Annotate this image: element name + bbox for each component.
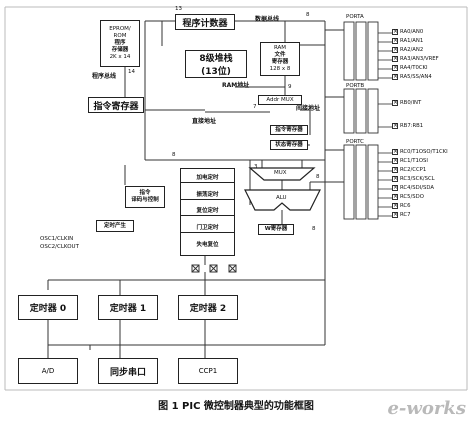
eprom-program-memory-block: EPROM/ ROM 程序 存储器 2K x 14	[100, 20, 140, 67]
portc-pin-label: RC7	[400, 212, 411, 218]
pin-terminal-icon: ×	[392, 55, 399, 62]
portb-pin-label: RB7:RB1	[400, 123, 424, 129]
osc2-pin-label: OSC2/CLKOUT	[40, 244, 79, 250]
ad-block: A/D	[18, 358, 78, 384]
brownout-reset: 失电复位	[196, 241, 219, 248]
ram-line2: 文件	[274, 52, 286, 58]
bus-width-7: 7	[253, 104, 257, 110]
eprom-line3: 程序	[114, 40, 126, 46]
pin-terminal-icon: ×	[392, 73, 399, 80]
serial-port-block: 同步串口	[98, 358, 158, 384]
eprom-line4: 存储器	[111, 47, 129, 53]
porta-pin-label: RA4/T0CKI	[400, 65, 428, 71]
status-register-block: 状态寄存器	[270, 140, 308, 150]
portc-pin-label: RC0/T1OSO/T1CKI	[400, 149, 448, 155]
power-on-timer: 加电定时	[181, 175, 234, 184]
osc-start-timer: 振荡定时	[181, 192, 234, 200]
bus-width-13: 13	[175, 6, 182, 12]
power-timers-group: 加电定时 振荡定时 复位定时 门卫定时 失电复位	[180, 168, 235, 256]
osc1-pin-label: OSC1/CLKIN	[40, 236, 74, 242]
ram-address-label: RAM地址	[222, 82, 250, 89]
pin-terminal-icon: ×	[392, 175, 399, 182]
program-bus-label: 程序总线	[92, 73, 117, 80]
eprom-line1: EPROM/	[109, 26, 131, 32]
portc-pin-label: RC6	[400, 203, 411, 209]
bus-width-8d: 8	[316, 174, 320, 180]
fsr-register-block: 指令寄存器	[270, 125, 308, 135]
pin-terminal-icon: ×	[392, 184, 399, 191]
data-bus-label: 数据总线	[255, 16, 280, 23]
ram-line3: 寄存器	[271, 59, 289, 65]
pin-terminal-icon: ×	[392, 202, 399, 209]
pin-terminal-icon: ×	[392, 157, 399, 164]
ccp1-block: CCP1	[178, 358, 238, 384]
timer1-block: 定时器 1	[98, 295, 158, 320]
porta-pin-label: RA1/AN1	[400, 38, 424, 44]
pin-terminal-icon: ×	[392, 99, 399, 106]
ram-file-register-block: RAM 文件 寄存器 128 x 8	[260, 42, 300, 76]
portb-pin-label: RB0/INT	[400, 100, 422, 106]
instruction-decoder-block: 指令 译码与控制	[125, 186, 165, 208]
program-counter-block: 程序计数器	[175, 14, 235, 30]
decoder-line2: 译码与控制	[131, 197, 159, 203]
bus-width-14: 14	[128, 69, 135, 75]
portc-pin-label: RC1/T1OSI	[400, 158, 428, 164]
portc-pin-label: RC3/SCK/SCL	[400, 176, 435, 182]
portb-label: PORTB	[346, 83, 365, 89]
pin-terminal-icon: ×	[392, 122, 399, 129]
w-register-block: W寄存器	[258, 224, 294, 235]
watchdog-timer: 门卫定时	[181, 225, 234, 234]
porta-pin-label: RA5/SS/AN4	[400, 74, 432, 80]
indirect-address-label: 间接地址	[296, 105, 321, 112]
mux-label: MUX	[274, 170, 287, 176]
decoder-line1: 指令	[139, 190, 151, 196]
stack-line1: 8级堆栈	[199, 54, 233, 64]
bus-width-9: 9	[288, 84, 292, 90]
eprom-line5: 2K x 14	[109, 54, 131, 60]
pin-terminal-icon: ×	[392, 193, 399, 200]
ram-line1: RAM	[273, 45, 287, 51]
pin-terminal-icon: ×	[392, 211, 399, 218]
pin-terminal-icon: ×	[392, 28, 399, 35]
pin-terminal-icon: ×	[392, 166, 399, 173]
pin-terminal-icon: ×	[392, 64, 399, 71]
pin-terminal-icon: ×	[392, 46, 399, 53]
porta-pin-label: RA2/AN2	[400, 47, 424, 53]
direct-address-label: 直接地址	[192, 118, 217, 125]
eworks-watermark-logo: e-works	[387, 398, 466, 419]
portc-label: PORTC	[346, 139, 364, 145]
bus-width-8c: 8	[312, 226, 316, 232]
porta-pin-label: RA0/AN0	[400, 29, 424, 35]
reset-timer: 复位定时	[181, 208, 234, 217]
addr-mux-block: Addr MUX	[258, 95, 302, 105]
stack-line2: (13位)	[201, 67, 231, 77]
figure-caption: 图 1 PIC 微控制器典型的功能框图	[158, 401, 314, 412]
portc-pin-label: RC4/SDI/SDA	[400, 185, 435, 191]
porta-label: PORTA	[346, 14, 364, 20]
bus-width-3: 3	[254, 164, 258, 170]
timer0-block: 定时器 0	[18, 295, 78, 320]
timing-generator-block: 定时产生	[96, 220, 134, 232]
eprom-line2: ROM	[113, 33, 127, 39]
alu-label: ALU	[276, 195, 287, 201]
portc-pin-label: RC5/SDO	[400, 194, 424, 200]
pin-terminal-icon: ×	[392, 37, 399, 44]
timer2-block: 定时器 2	[178, 295, 238, 320]
bus-width-8b: 8	[172, 152, 176, 158]
instruction-register-block: 指令寄存器	[88, 97, 144, 113]
pin-terminal-icon: ×	[392, 148, 399, 155]
portc-pin-label: RC2/CCP1	[400, 167, 427, 173]
ram-line4: 128 x 8	[269, 66, 291, 72]
stack-block: 8级堆栈 (13位)	[185, 50, 247, 78]
porta-pin-label: RA3/AN3/VREF	[400, 56, 439, 62]
bus-width-8a: 8	[306, 12, 310, 18]
